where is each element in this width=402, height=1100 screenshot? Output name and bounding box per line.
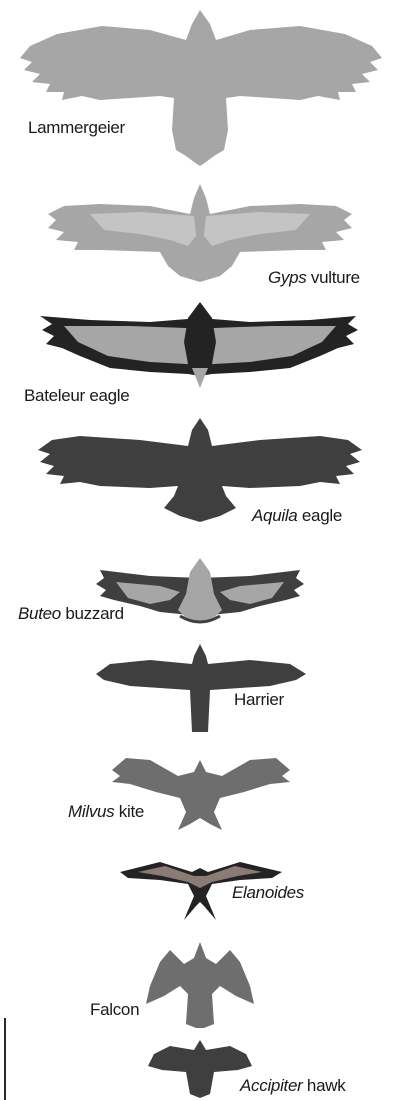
falcon-silhouette [146,942,254,1028]
harrier-silhouette [96,644,306,732]
label-buteo-suffix: buzzard [61,604,124,623]
label-harrier-text: Harrier [234,690,284,709]
label-aquila-suffix: eagle [297,506,342,525]
label-lammergeier: Lammergeier [28,118,125,138]
lammergeier-silhouette [20,10,382,166]
label-falcon: Falcon [90,1000,139,1020]
accipiter-hawk-silhouette [148,1040,252,1098]
label-milvus-suffix: kite [114,802,144,821]
label-aquila-eagle: Aquila eagle [252,506,342,526]
left-edge-divider [4,1018,6,1100]
label-gyps-suffix: vulture [306,268,359,287]
label-buteo-buzzard: Buteo buzzard [18,604,124,624]
label-gyps-genus: Gyps [268,268,306,287]
label-elanoides: Elanoides [232,883,304,903]
label-elanoides-genus: Elanoides [232,883,304,902]
label-bateleur-text: Bateleur eagle [24,386,129,405]
label-harrier: Harrier [234,690,284,710]
label-aquila-genus: Aquila [252,506,297,525]
label-buteo-genus: Buteo [18,604,61,623]
label-accipiter-genus: Accipiter [240,1076,303,1095]
label-bateleur-eagle: Bateleur eagle [24,386,129,406]
label-falcon-text: Falcon [90,1000,139,1019]
label-lammergeier-text: Lammergeier [28,118,125,137]
label-accipiter-hawk: Accipiter hawk [240,1076,345,1096]
buteo-buzzard-silhouette [96,558,304,622]
label-milvus-kite: Milvus kite [68,802,144,822]
label-milvus-genus: Milvus [68,802,114,821]
label-accipiter-suffix: hawk [303,1076,346,1095]
label-gyps-vulture: Gyps vulture [268,268,360,288]
bateleur-eagle-silhouette [40,302,358,388]
